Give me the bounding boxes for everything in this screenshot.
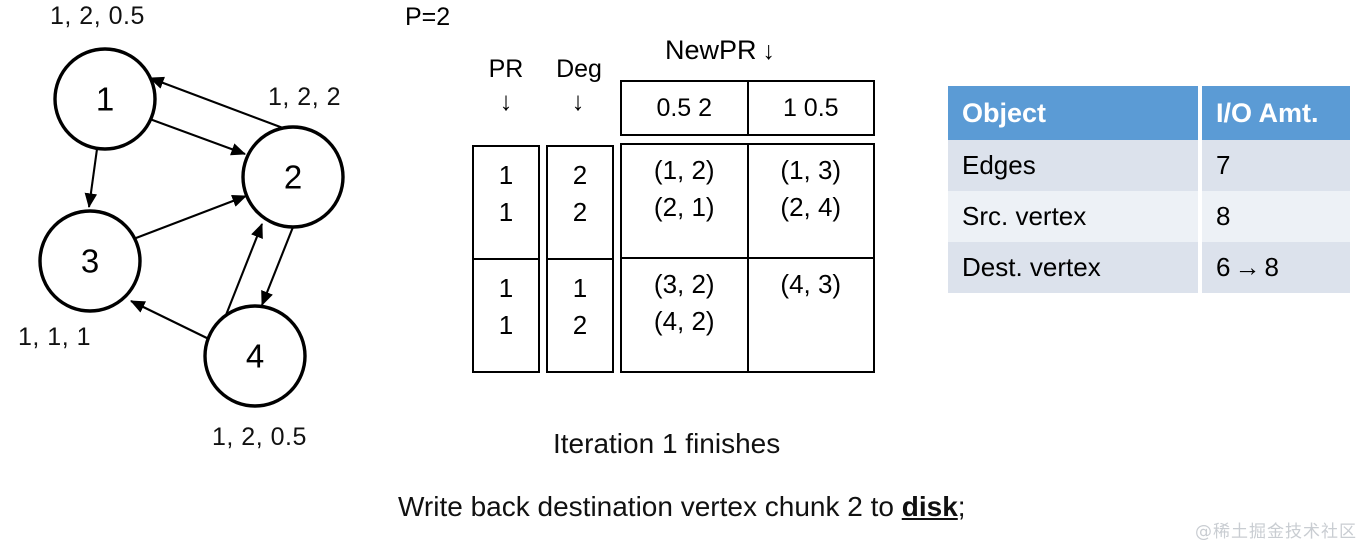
deg-column-divider	[548, 258, 612, 260]
newpr-body-row-1: (3, 2) (4, 2) (4, 3)	[622, 257, 873, 371]
graph-node-3-label: 3	[81, 243, 99, 280]
deg-cell-row0: 2 2	[548, 157, 612, 231]
io-row-src-object: Src. vertex	[948, 191, 1198, 242]
pagerank-table-panel: P=2 PR ↓ Deg ↓ NewPR↓ 1 1 1 1 2 2 1 2 0.…	[400, 0, 900, 400]
newpr-down-arrow-icon: ↓	[762, 37, 776, 65]
newpr-cell-0-1: (1, 3) (2, 4)	[746, 145, 874, 257]
graph-node-4-label: 4	[246, 338, 264, 375]
newpr-header-cell-1: 1 0.5	[746, 82, 874, 134]
newpr-cell-1-0-line0: (3, 2)	[653, 269, 715, 299]
io-row-dest-object: Dest. vertex	[948, 242, 1198, 293]
partition-label: P=2	[405, 3, 451, 31]
pr-column: 1 1 1 1	[472, 145, 540, 373]
newpr-body-table: (1, 2) (2, 1) (1, 3) (2, 4) (3, 2) (4, 2…	[620, 143, 875, 373]
io-row-edges-object: Edges	[948, 140, 1198, 191]
newpr-cell-0-0: (1, 2) (2, 1)	[622, 145, 747, 257]
io-row-edges-amount: 7	[1202, 140, 1350, 191]
io-row-src-gap	[1198, 191, 1202, 242]
caption-write-back: Write back destination vertex chunk 2 to…	[398, 491, 966, 523]
watermark: @稀土掘金技术社区	[1195, 522, 1357, 542]
newpr-header-label: NewPR	[665, 35, 757, 65]
right-arrow-icon: →	[1234, 252, 1261, 282]
io-row-src-amount-value: 8	[1216, 201, 1231, 231]
deg-cell-row1-line0: 1	[572, 273, 588, 303]
edge-1-2	[146, 117, 246, 156]
edge-2-4	[261, 226, 294, 306]
newpr-header-row: 0.5 2 1 0.5	[620, 80, 875, 136]
io-row-dest-gap	[1198, 242, 1202, 293]
newpr-cell-1-0-line1: (4, 2)	[653, 305, 715, 336]
deg-cell-row0-line1: 2	[572, 196, 588, 227]
newpr-cell-1-1: (4, 3)	[746, 259, 874, 371]
deg-cell-row1-line1: 2	[572, 309, 588, 340]
graph-node-1-label: 1	[96, 81, 114, 118]
caption-iteration-finishes: Iteration 1 finishes	[553, 428, 781, 459]
io-table-column-gap	[1198, 86, 1202, 140]
graph-edges	[84, 76, 294, 343]
graph-node-4	[203, 304, 307, 408]
graph-vertex-3-values: 1, 1, 1	[18, 323, 91, 351]
caption-write-back-prefix: Write back destination vertex chunk 2 to	[398, 491, 902, 522]
pr-cell-row1: 1 1	[474, 270, 538, 344]
io-row-dest-amount-value: 6	[1216, 252, 1231, 282]
io-table-header-amount: I/O Amt.	[1202, 86, 1350, 140]
graph-vertex-2-values: 1, 2, 2	[268, 83, 341, 111]
io-row-edges-gap	[1198, 140, 1202, 191]
pr-cell-row0: 1 1	[474, 157, 538, 231]
newpr-cell-0-1-line1: (2, 4)	[780, 191, 842, 222]
pr-cell-row1-line1: 1	[498, 309, 514, 340]
newpr-cell-0-0-line1: (2, 1)	[653, 191, 715, 222]
edge-4-3	[130, 300, 216, 343]
newpr-header-cell-0: 0.5 2	[656, 93, 713, 122]
graph-vertex-4-values: 1, 2, 0.5	[212, 423, 307, 451]
edge-2-1	[149, 76, 284, 129]
io-row-src-amount: 8	[1202, 191, 1350, 242]
pr-cell-row0-line0: 1	[498, 160, 514, 190]
pr-column-divider	[474, 258, 538, 260]
io-row-edges-amount-value: 7	[1216, 150, 1231, 180]
newpr-body-row-0: (1, 2) (2, 1) (1, 3) (2, 4)	[622, 145, 873, 257]
newpr-cell-0-1-line0: (1, 3)	[780, 155, 842, 185]
io-row-dest-amount: 6→8	[1202, 242, 1350, 293]
io-table-header-row: Object I/O Amt.	[948, 86, 1350, 140]
newpr-header: NewPR↓	[665, 35, 775, 66]
graph-panel: 1 2 3 4 1, 2, 0.5 1, 2, 2 1, 1, 1 1, 2, …	[0, 0, 400, 470]
graph-node-1	[53, 47, 157, 151]
pr-down-arrow-icon: ↓	[499, 86, 513, 116]
graph-node-2	[241, 125, 345, 229]
deg-column: 2 2 1 2	[546, 145, 614, 373]
caption-write-back-disk: disk	[901, 491, 958, 522]
pr-cell-row1-line0: 1	[498, 273, 514, 303]
pr-cell-row0-line1: 1	[498, 196, 514, 227]
deg-cell-row1: 1 2	[548, 270, 612, 344]
graph-diagram: 1 2 3 4	[38, 47, 345, 408]
newpr-cell-1-1-line0: (4, 3)	[780, 269, 842, 299]
edge-3-2	[135, 194, 247, 239]
graph-vertex-1-values: 1, 2, 0.5	[50, 2, 145, 30]
deg-down-arrow-icon: ↓	[571, 86, 585, 116]
deg-cell-row0-line0: 2	[572, 160, 588, 190]
io-amount-table: Object I/O Amt. Edges 7 Src. vertex 8 De…	[948, 86, 1350, 293]
edge-4-2	[225, 223, 263, 316]
deg-column-header: Deg	[556, 55, 602, 83]
newpr-cell-1-0: (3, 2) (4, 2)	[622, 259, 747, 371]
caption-write-back-suffix: ;	[957, 491, 966, 522]
io-table-row-dest-vertex: Dest. vertex 6→8	[948, 242, 1350, 293]
edge-1-3	[84, 148, 99, 209]
io-table-header-object: Object	[948, 86, 1198, 140]
io-table-row-src-vertex: Src. vertex 8	[948, 191, 1350, 242]
graph-node-3	[38, 209, 142, 313]
newpr-cell-0-0-line0: (1, 2)	[653, 155, 715, 185]
pr-column-header: PR	[488, 55, 524, 83]
io-row-dest-amount-value2: 8	[1264, 252, 1279, 282]
io-table-row-edges: Edges 7	[948, 140, 1350, 191]
graph-nodes: 1 2 3 4	[38, 47, 345, 408]
graph-node-2-label: 2	[284, 159, 302, 196]
